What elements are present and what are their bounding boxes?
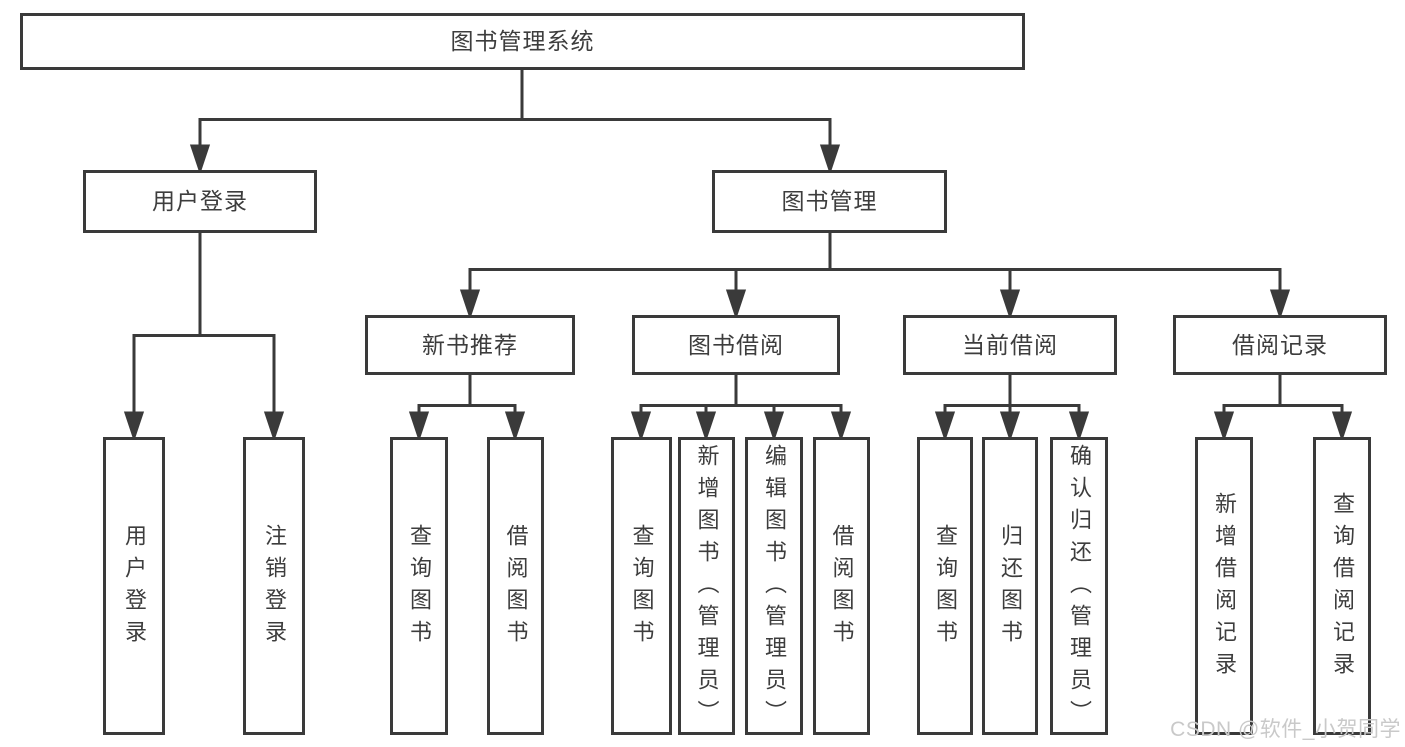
- leaf-borrow-books: 借阅图书: [813, 437, 870, 735]
- leaf-logout: 注销登录: [243, 437, 305, 735]
- leaf-edit-books-admin: 编辑图书（管理员）: [745, 437, 803, 735]
- leaf-confirm-return-admin: 确认归还（管理员）: [1050, 437, 1108, 735]
- node-new-book-recommendation: 新书推荐: [365, 315, 575, 375]
- leaf-add-books-admin: 新增图书（管理员）: [678, 437, 735, 735]
- leaf-add-borrow-record: 新增借阅记录: [1195, 437, 1253, 735]
- leaf-user-login: 用户登录: [103, 437, 165, 735]
- leaf-query-borrow-record: 查询借阅记录: [1313, 437, 1371, 735]
- node-current-borrowing: 当前借阅: [903, 315, 1117, 375]
- node-borrowing-records: 借阅记录: [1173, 315, 1387, 375]
- leaf-query-books-recommend: 查询图书: [390, 437, 448, 735]
- csdn-watermark: CSDN @软件_小贺同学: [1170, 718, 1401, 741]
- node-library-management-system: 图书管理系统: [20, 13, 1025, 70]
- node-book-borrowing: 图书借阅: [632, 315, 840, 375]
- leaf-borrow-books-recommend: 借阅图书: [487, 437, 544, 735]
- node-user-login: 用户登录: [83, 170, 317, 233]
- leaf-return-books: 归还图书: [982, 437, 1038, 735]
- leaf-query-books-current: 查询图书: [917, 437, 973, 735]
- leaf-query-books-borrowing: 查询图书: [611, 437, 672, 735]
- node-book-management: 图书管理: [712, 170, 947, 233]
